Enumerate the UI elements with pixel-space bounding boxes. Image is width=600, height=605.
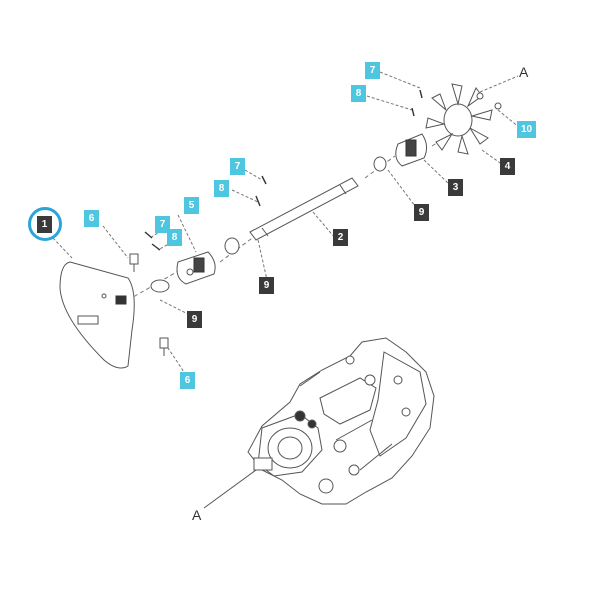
callout-part-7-mid[interactable]: 7 [230, 158, 245, 175]
small-coupling [176, 251, 216, 285]
reference-letter-a-bottom: A [192, 507, 202, 523]
pins-mid [255, 175, 267, 207]
callout-part-7-top[interactable]: 7 [365, 62, 380, 79]
callout-part-1[interactable]: 1 [37, 216, 52, 233]
callout-part-6-bottom[interactable]: 6 [180, 372, 195, 389]
transmission-housing [247, 337, 435, 505]
reference-letter-a-top: A [519, 64, 529, 80]
leader-a-bottom [203, 469, 257, 509]
bolt-parts [129, 253, 169, 356]
o-ring-mid [224, 237, 240, 255]
drive-shaft [249, 177, 359, 241]
callout-part-8-left[interactable]: 8 [167, 229, 182, 246]
callout-part-9-right[interactable]: 9 [414, 204, 429, 221]
callout-part-8-top[interactable]: 8 [351, 85, 366, 102]
callout-part-5[interactable]: 5 [184, 197, 199, 214]
right-coupling [395, 133, 428, 167]
flywheel-disc [59, 261, 135, 369]
callout-part-10[interactable]: 10 [517, 121, 536, 138]
o-ring-left [150, 279, 170, 293]
callout-part-9-left[interactable]: 9 [187, 311, 202, 328]
pins-right [411, 89, 423, 117]
selected-part-highlight-ring[interactable] [28, 207, 62, 241]
callout-part-4[interactable]: 4 [500, 158, 515, 175]
callout-part-3[interactable]: 3 [448, 179, 463, 196]
callout-part-9-mid[interactable]: 9 [259, 277, 274, 294]
callout-part-6-top[interactable]: 6 [84, 210, 99, 227]
o-ring-right [373, 156, 387, 172]
callout-part-7-left[interactable]: 7 [155, 216, 170, 233]
fan-blades [425, 83, 502, 155]
callout-part-8-mid[interactable]: 8 [214, 180, 229, 197]
callout-part-2[interactable]: 2 [333, 229, 348, 246]
pins-left [144, 231, 161, 251]
